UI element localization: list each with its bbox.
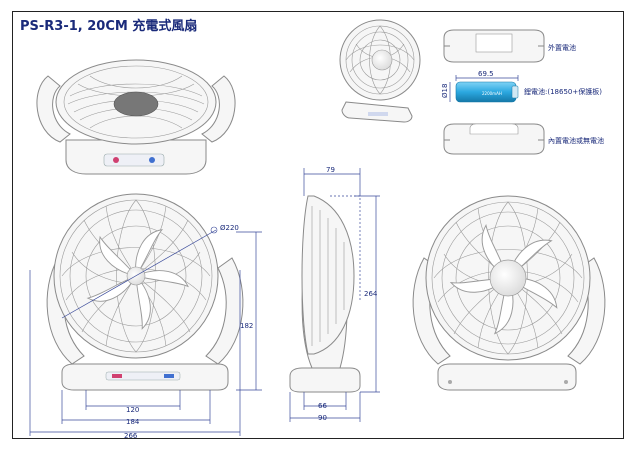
battery-diameter-dim: Ø18 [441,84,449,98]
side-view [289,195,361,393]
rear-view [412,195,606,391]
battery-capacity-text: 2200mAH [482,91,502,96]
side-view-dimensions: 79 264 66 90 [289,166,380,422]
internal-battery-module [443,123,545,155]
fan-diameter-dim: Ø220 [220,224,239,232]
internal-battery-label: 內置電池或無電池 [548,136,604,145]
side-base-inner-dim: 66 [318,402,327,410]
side-height-dim: 264 [364,290,378,298]
power-button-icon [113,157,119,163]
external-battery-module [443,29,545,63]
base-inner-dim: 120 [126,406,139,414]
front-height-dim: 182 [240,322,253,330]
li-battery-label: 鋰電池:(18650+保護板) [524,87,602,96]
front-view-dimensions: 182 120 184 266 [29,231,262,440]
external-battery-label: 外置電池 [548,43,576,52]
overall-width-dim: 266 [124,432,138,440]
side-base-outer-dim: 90 [318,414,327,422]
perspective-view-small [339,19,421,123]
perspective-view-large [36,59,236,175]
lithium-battery: 2200mAH 69.5 Ø18 [441,70,519,103]
sheet-border [12,11,624,439]
battery-length-dim: 69.5 [478,70,494,78]
base-mid-dim: 184 [126,418,140,426]
drawing-title: PS-R3-1, 20CM 充電式風扇 [20,18,197,34]
depth-dim: 79 [326,166,335,174]
front-view: Ø220 [46,193,244,391]
speed-button-icon [149,157,155,163]
